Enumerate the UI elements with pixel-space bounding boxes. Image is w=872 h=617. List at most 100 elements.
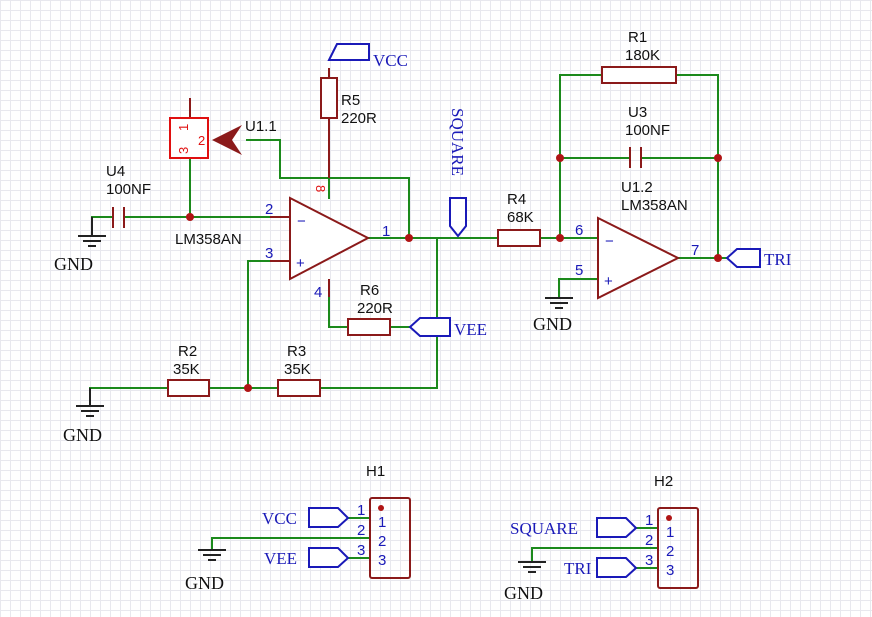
wire-r1-right (675, 74, 719, 259)
r6-ref: R6 (360, 282, 379, 299)
junction (556, 234, 564, 242)
h1-vcc-label: VCC (262, 509, 297, 528)
r4-value: 68K (507, 209, 534, 226)
net-flag-square[interactable]: SQUARE (448, 108, 467, 238)
u11-pin-noninv: 3 (265, 245, 273, 262)
junction (186, 213, 194, 221)
header-h2[interactable]: H2 1 2 3 1 2 3 SQUARE TRI (510, 473, 699, 589)
h2-pin-1: 1 (645, 512, 653, 529)
r1-ref: R1 (628, 29, 647, 46)
u12-plus-sign: + (604, 273, 613, 290)
wire-r1-left (559, 74, 603, 239)
wire-output-feedback (246, 139, 410, 239)
wire-h2-gnd (531, 547, 659, 563)
wire-h1-gnd (211, 537, 371, 551)
h2-inner-1: 1 (666, 524, 674, 541)
wire-h1-pins (347, 517, 371, 559)
header-h1[interactable]: H1 1 2 3 1 2 3 VCC VEE (262, 463, 411, 579)
r3-ref: R3 (287, 343, 306, 360)
junction (714, 154, 722, 162)
h2-inner-2: 2 (666, 543, 674, 560)
wire-h2-pins (635, 527, 659, 569)
junction (405, 234, 413, 242)
u11-value: LM358AN (175, 231, 242, 248)
u12-pin-noninv: 5 (575, 262, 583, 279)
u12-value: LM358AN (621, 197, 688, 214)
u11-minus-sign: − (297, 213, 306, 230)
net-flag-tri[interactable]: TRI (725, 248, 792, 269)
ground-u12: GND (533, 297, 573, 334)
junction (244, 384, 252, 392)
pot-pin-wiper: 2 (198, 133, 205, 148)
resistor-r2[interactable]: R2 35K (167, 343, 210, 397)
resistor-r3[interactable]: R3 35K (277, 343, 321, 397)
u11-plus-sign: + (296, 255, 305, 272)
h2-inner-3: 3 (666, 562, 674, 579)
r2-value: 35K (173, 361, 200, 378)
vcc-label: VCC (373, 51, 408, 70)
h2-square-label: SQUARE (510, 519, 578, 538)
u11-pin-vcc: 8 (313, 185, 328, 192)
r2-ref: R2 (178, 343, 197, 360)
tri-label: TRI (764, 250, 792, 269)
capacitor-u3[interactable]: U3 100NF (625, 104, 670, 168)
opamp-u11[interactable]: − + 2 3 1 8 4 U1.1 LM358AN (175, 118, 390, 301)
h2-pin-3: 3 (645, 552, 653, 569)
u3-value: 100NF (625, 122, 670, 139)
junction (714, 254, 722, 262)
capacitor-u4[interactable]: U4 100NF (106, 163, 151, 228)
wire-output-r3 (319, 237, 438, 389)
h2-tri-label: TRI (564, 559, 592, 578)
resistor-r1[interactable]: R1 180K (601, 29, 677, 84)
junctions (186, 154, 722, 392)
wire-vee-pin (328, 296, 349, 328)
u11-ref: U1.1 (245, 118, 277, 135)
wire-u12-noninv-gnd (558, 278, 599, 299)
h1-pin-1: 1 (357, 502, 365, 519)
h1-inner-3: 3 (378, 552, 386, 569)
r4-ref: R4 (507, 191, 526, 208)
gnd-label: GND (504, 583, 543, 603)
r3-value: 35K (284, 361, 311, 378)
u12-minus-sign: − (605, 233, 614, 250)
u11-pin-out: 1 (382, 223, 390, 240)
u4-value: 100NF (106, 181, 151, 198)
pot-pin-bottom: 3 (176, 147, 191, 154)
resistor-r5[interactable]: R5 220R (320, 68, 377, 178)
net-flag-vee[interactable]: VEE (408, 317, 487, 339)
r5-value: 220R (341, 110, 377, 127)
r5-ref: R5 (341, 92, 360, 109)
h1-ref: H1 (366, 463, 385, 480)
u4-ref: U4 (106, 163, 125, 180)
h1-pin-2: 2 (357, 522, 365, 539)
h1-vee-label: VEE (264, 549, 297, 568)
u12-pin-out: 7 (691, 242, 699, 259)
wiper-arrow-icon (212, 125, 242, 155)
pot-pin-top: 1 (176, 124, 191, 131)
gnd-label: GND (54, 254, 93, 274)
junction (556, 154, 564, 162)
ground-h2: GND (504, 561, 546, 603)
h2-pin-2: 2 (645, 532, 653, 549)
gnd-label: GND (63, 425, 102, 445)
r1-value: 180K (625, 47, 660, 64)
u12-pin-inv: 6 (575, 222, 583, 239)
resistor-r4[interactable]: R4 68K (497, 191, 541, 247)
resistor-r6[interactable]: R6 220R (347, 282, 393, 336)
u12-ref: U1.2 (621, 179, 653, 196)
vee-label: VEE (454, 320, 487, 339)
u3-ref: U3 (628, 104, 647, 121)
h1-pin-3: 3 (357, 542, 365, 559)
opamp-u12[interactable]: − + 6 5 7 U1.2 LM358AN (575, 179, 699, 300)
u11-pin-vee: 4 (314, 284, 322, 301)
gnd-label: GND (533, 314, 572, 334)
potentiometer[interactable]: 1 2 3 (169, 98, 242, 159)
ground-h1: GND (185, 549, 226, 593)
net-flag-vcc[interactable]: VCC (327, 43, 408, 70)
h2-ref: H2 (654, 473, 673, 490)
h1-inner-2: 2 (378, 533, 386, 550)
ground-r2: GND (63, 388, 104, 445)
square-label: SQUARE (448, 108, 467, 176)
gnd-label: GND (185, 573, 224, 593)
